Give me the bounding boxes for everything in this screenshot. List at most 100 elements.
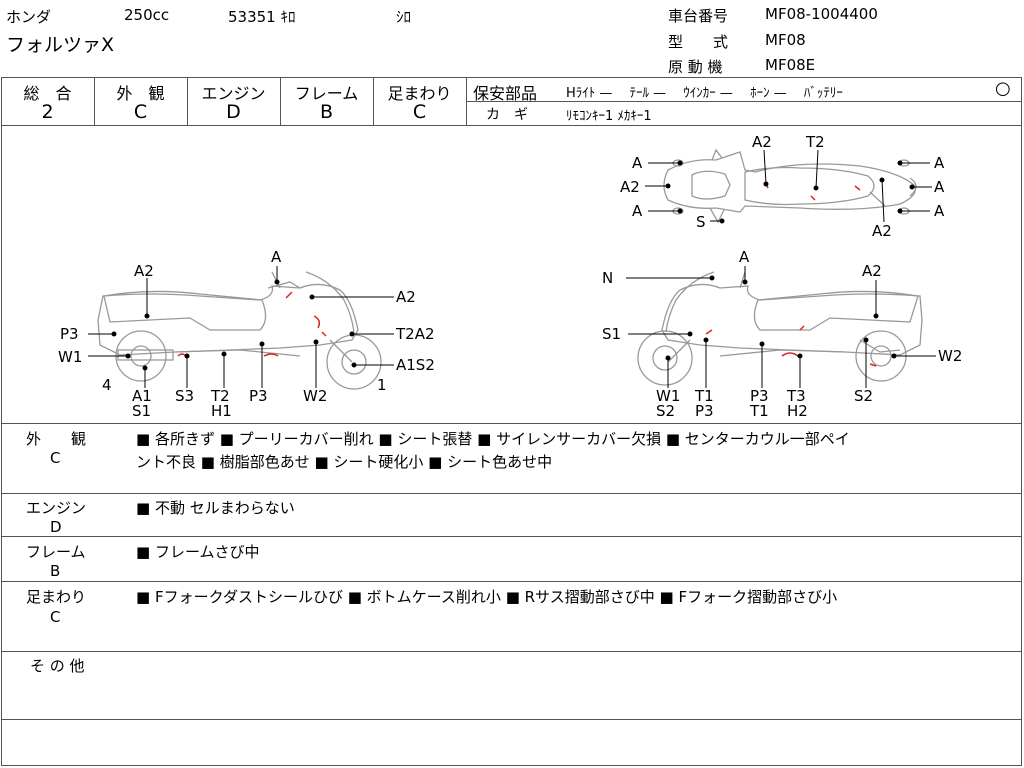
label-s3: S3 [175,387,194,405]
callouts-right [626,266,936,388]
remark-line: ■ Fフォークダストシールひび ■ ボトムケース削れ小 ■ Rサス摺動部さび中 … [136,588,838,606]
divider [1,719,1022,720]
remark-line: ■ 不動 セルまわらない [136,499,295,517]
label-p3: P3 [60,325,79,343]
damage-marks-top [765,183,861,201]
damage-diagram: A A2 A S A2 T2 A A A A2 [58,133,962,420]
key-value: ﾘﾓｺﾝｷｰ1 ﾒｶｷｰ1 [566,109,652,124]
scooter-right-view [637,271,923,386]
label-1: 1 [377,376,387,394]
label-4: 4 [102,376,112,394]
label-a2: A2 [752,133,772,151]
grade-label: 総 合 [23,84,72,103]
divider [94,77,95,125]
label-a: A [632,202,643,220]
label-p3: P3 [249,387,268,405]
type-label: 型 式 [668,33,729,51]
labels-top: A A2 A S A2 T2 A A A A2 [620,133,945,240]
frame-no: MF08-1004400 [765,5,878,23]
grade-value: B [319,101,334,123]
label-s2: S2 [854,387,873,405]
label-s1: S1 [132,402,151,420]
label-t2: T2 [805,133,825,151]
divider [1,493,1022,494]
label-t2a2: T2A2 [395,325,435,343]
label-a: A [632,154,643,172]
divider [1,125,1022,126]
remark-line: ■ フレームさび中 [136,543,260,561]
remark-grade: D [50,518,62,536]
sheet-frame [1,77,1022,766]
divider [187,77,188,125]
labels-right: N A A2 S1 W2 W1 S2 T1 P3 P3 T1 T3 H2 S2 [602,248,962,420]
callouts-top [645,149,932,224]
label-w2: W2 [938,347,962,365]
remark-title: フレーム [26,543,86,561]
label-w1: W1 [656,387,680,405]
label-a2: A2 [620,178,640,196]
model-name: フォルツァX [6,34,115,56]
label-t1: T1 [694,387,714,405]
color: ｼﾛ [396,8,412,26]
engine-label: 原 動 機 [668,58,723,76]
damage-marks-right [705,325,877,367]
label-s2: S2 [656,402,675,420]
label-a: A [934,178,945,196]
label-a: A [739,248,750,266]
remark-title: そ の 他 [30,657,85,675]
labels-left: A A2 A2 P3 W1 T2A2 A1S2 4 1 A1 S1 S3 T2 … [58,248,435,420]
grade-value: 2 [41,101,54,123]
displacement: 250cc [124,6,170,24]
label-p3: P3 [750,387,769,405]
label-a2: A2 [396,288,416,306]
label-a: A [934,202,945,220]
label-t3: T3 [786,387,806,405]
divider [1,581,1022,582]
label-a1: A1 [132,387,152,405]
divider [466,101,1022,102]
parts-items: Hﾗｲﾄ — ﾃｰﾙ — ｳｲﾝｶｰ — ﾎｰﾝ — ﾊﾞｯﾃﾘｰ [566,86,843,101]
label-n: N [602,269,613,287]
grade-value: C [133,101,148,123]
label-a1s2: A1S2 [396,356,435,374]
remark-title: 足まわり [26,588,87,606]
frame-no-label: 車台番号 [668,7,729,25]
label-a: A [934,154,945,172]
remark-line: ■ 各所きず ■ プーリーカバー削れ ■ シート張替 ■ サイレンサーカバー欠損… [136,430,850,448]
label-w2: W2 [303,387,327,405]
remark-grade: C [50,608,61,626]
divider [280,77,281,125]
divider [373,77,374,125]
type-value: MF08 [765,31,806,49]
battery-mark: ○ [995,78,1011,99]
maker: ホンダ [6,8,52,26]
grade-label: 足まわり [387,84,452,103]
scooter-top-view [663,148,917,224]
label-t2: T2 [210,387,230,405]
label-a2: A2 [872,222,892,240]
grade-value: D [226,101,241,123]
label-w1: W1 [58,348,82,366]
remark-grade: C [50,449,61,467]
label-p3: P3 [695,402,714,420]
divider [1,423,1022,424]
label-h1: H1 [211,402,232,420]
grade-value: C [412,101,427,123]
scooter-left-view [97,271,382,390]
grade-label: 外 観 [116,84,165,103]
key-label: カ ギ [486,107,528,123]
remark-line: ント不良 ■ 樹脂部色あせ ■ シート硬化小 ■ シート色あせ中 [136,453,553,471]
label-t1: T1 [749,402,769,420]
callouts-left [88,266,394,388]
label-a: A [271,248,282,266]
grade-label: フレーム [294,84,359,103]
divider [1,651,1022,652]
label-a2: A2 [134,262,154,280]
label-a2: A2 [862,262,882,280]
remark-grade: B [50,562,61,580]
divider [1,536,1022,537]
grade-label: エンジン [201,84,266,103]
label-s: S [696,213,706,231]
label-s1: S1 [602,325,621,343]
label-h2: H2 [787,402,808,420]
